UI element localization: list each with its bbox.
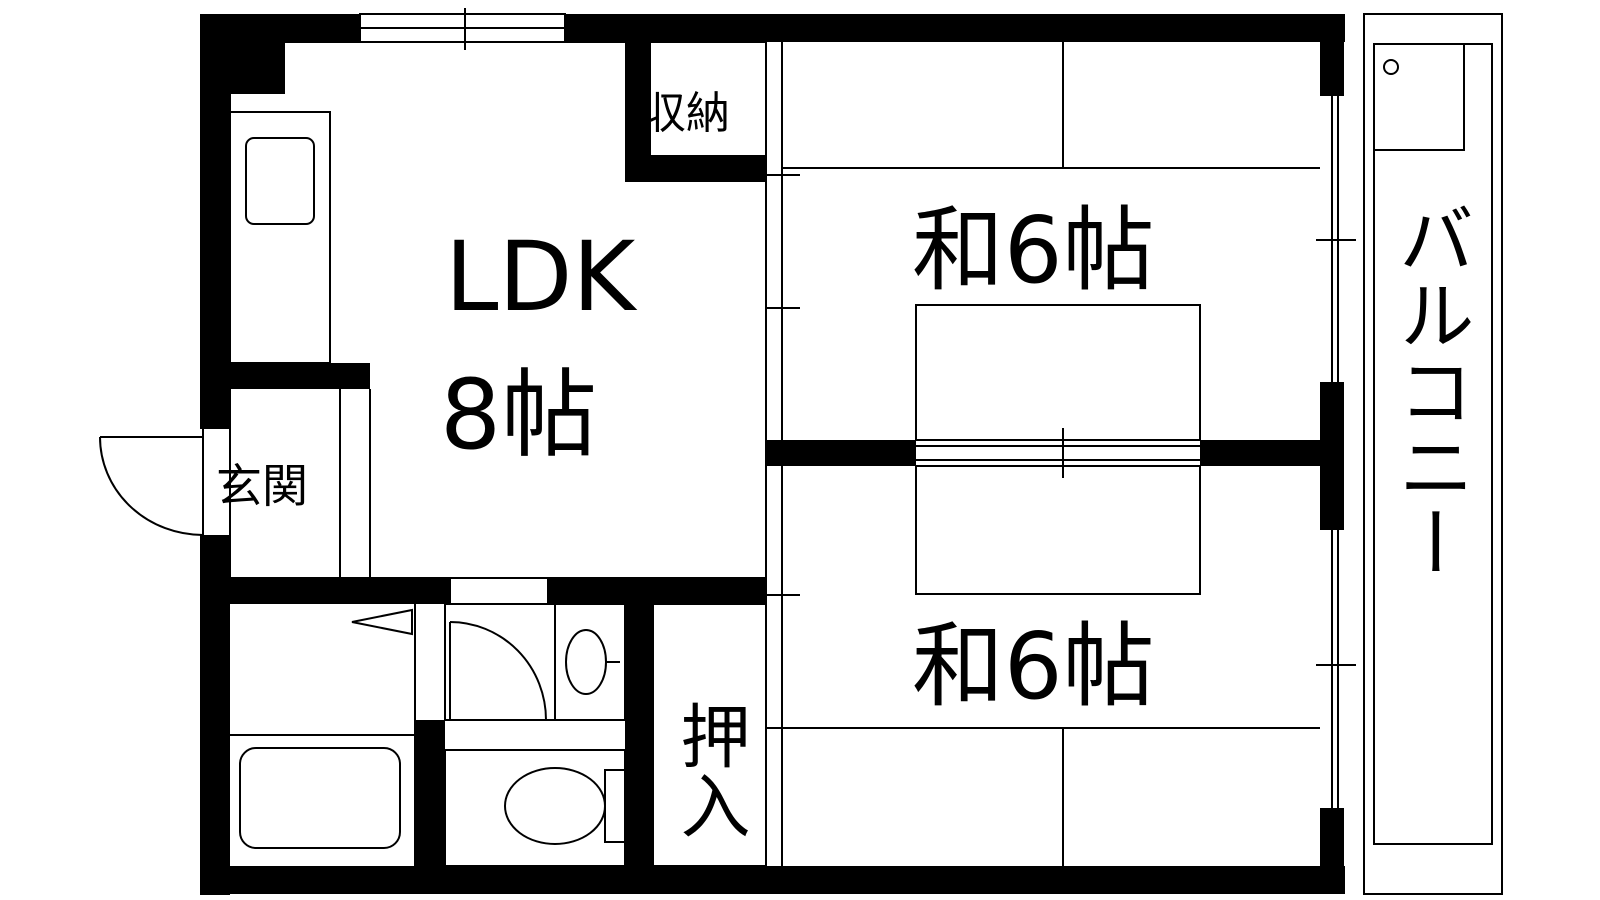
wall-right-upper [1320,14,1344,96]
entrance-door-swing [99,436,204,536]
entrance-label: 玄関 [216,459,308,513]
wash-basin-bowl [565,629,607,695]
washitsu-upper-label: 和6帖 [912,197,1155,304]
tatami-upper-center [915,304,1201,441]
washitsu-lower-label: 和6帖 [912,613,1155,720]
closet-label: 押入 [669,700,751,840]
kitchen-counter [229,111,331,364]
ac-unit-fan-icon [1383,59,1399,75]
balcony-outline [1363,13,1503,895]
wall-right-lower [1320,808,1344,894]
wall-corner-block [230,42,285,94]
shower-icon [351,608,413,636]
wall-mid-horizontal-2 [548,578,766,604]
bathtub-icon [239,747,401,849]
toilet-icon [504,767,626,845]
wall-top-right [565,14,1345,42]
tatami-lines [782,42,1320,866]
balcony-window [1316,96,1356,808]
wall-kitchen-shelf [230,363,370,389]
storage-label: 収納 [642,88,730,139]
wall-left-lower [200,535,230,895]
wall-storage-bottom [625,155,765,182]
sink-icon [245,137,315,225]
wall-room-divider-right [1200,440,1344,466]
closet-area [652,603,767,867]
balcony [1363,13,1503,895]
toilet-bowl [504,767,606,845]
wall-left-upper [200,14,230,429]
ldk-size-label: 8帖 [440,359,597,471]
toilet-room [444,749,626,867]
toilet-tank [604,769,626,843]
bath-door [449,621,547,721]
tatami-lower-center [915,465,1201,595]
ac-unit-icon [1373,43,1465,151]
ldk-name-label: LDK [445,221,637,333]
bath-door-frame [449,577,549,605]
balcony-label: バルコニー [1386,200,1475,580]
top-window [359,8,566,50]
sliding-door-marks [766,174,800,729]
wall-closet-left [625,604,653,866]
wall-bottom [200,866,1345,894]
floor-plan-drawing [99,8,1503,895]
wall-toilet-top [415,720,445,866]
exterior-walls [200,14,1345,895]
vanity-room [444,603,626,721]
entrance-door [99,429,204,536]
fusuma-divider [916,428,1200,478]
bath-door-swing [449,621,547,721]
wall-room-divider-left [766,440,916,466]
wall-mid-horizontal [230,578,450,604]
wash-basin-icon [565,629,620,695]
room-labels: LDK 8帖 収納 玄関 和6帖 和6帖 押入 バルコニー [216,88,1475,840]
